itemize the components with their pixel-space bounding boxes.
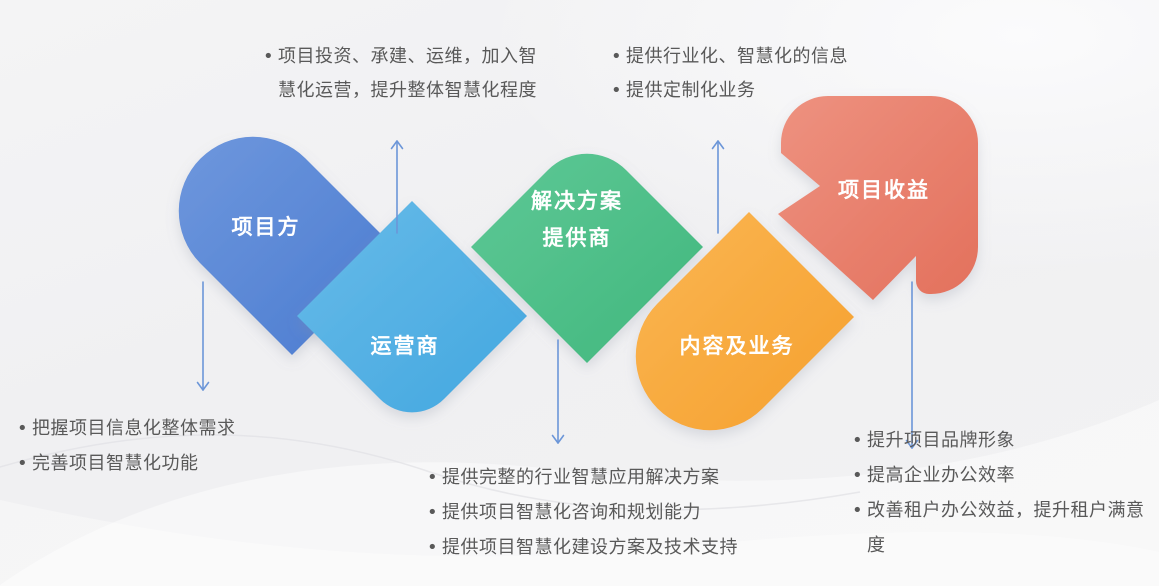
- note-bottom-right: 提升项目品牌形象 提高企业办公效率 改善租户办公效益，提升租户满意度: [851, 423, 1159, 563]
- connector-up-solution-provider: [711, 140, 725, 234]
- note-item: 提供行业化、智慧化的信息: [610, 40, 848, 74]
- connector-down-project-owner: [196, 281, 210, 391]
- connector-down-solution-provider: [551, 339, 565, 444]
- wave-band-2: [0, 500, 1159, 586]
- arrowhead-down-icon: [196, 381, 210, 391]
- note-item: 提供项目智慧化建设方案及技术支持: [426, 530, 738, 565]
- note-item: 提供完整的行业智慧应用解决方案: [426, 460, 738, 495]
- note-item: 提供项目智慧化咨询和规划能力: [426, 495, 738, 530]
- node-solution-provider-shape: [471, 153, 703, 363]
- arrowhead-up-icon: [390, 140, 404, 150]
- note-item: 把握项目信息化整体需求: [16, 411, 236, 446]
- arrowhead-down-icon: [551, 434, 565, 444]
- note-bottom-left: 把握项目信息化整体需求 完善项目智慧化功能: [16, 411, 236, 481]
- note-top-right: 提供行业化、智慧化的信息 提供定制化业务: [610, 40, 848, 108]
- node-project-revenue-arrow-shape: [778, 96, 978, 300]
- note-item: 提供定制化业务: [610, 74, 848, 108]
- note-item: 完善项目智慧化功能: [16, 446, 236, 481]
- connector-up-project-owner: [390, 140, 404, 234]
- arrowhead-up-icon: [711, 140, 725, 150]
- note-item: 提升项目品牌形象: [851, 423, 1159, 458]
- note-item: 改善租户办公效益，提升租户满意度: [851, 493, 1159, 563]
- note-bottom-middle: 提供完整的行业智慧应用解决方案 提供项目智慧化咨询和规划能力 提供项目智慧化建设…: [426, 460, 738, 565]
- diagram-shapes: [178, 96, 978, 431]
- note-item: 提高企业办公效率: [851, 458, 1159, 493]
- node-content-business-shape: [635, 212, 854, 431]
- note-top-left: 项目投资、承建、运维，加入智慧化运营，提升整体智慧化程度: [262, 40, 554, 108]
- node-operator-shape: [297, 201, 527, 413]
- note-item: 项目投资、承建、运维，加入智慧化运营，提升整体智慧化程度: [262, 40, 554, 108]
